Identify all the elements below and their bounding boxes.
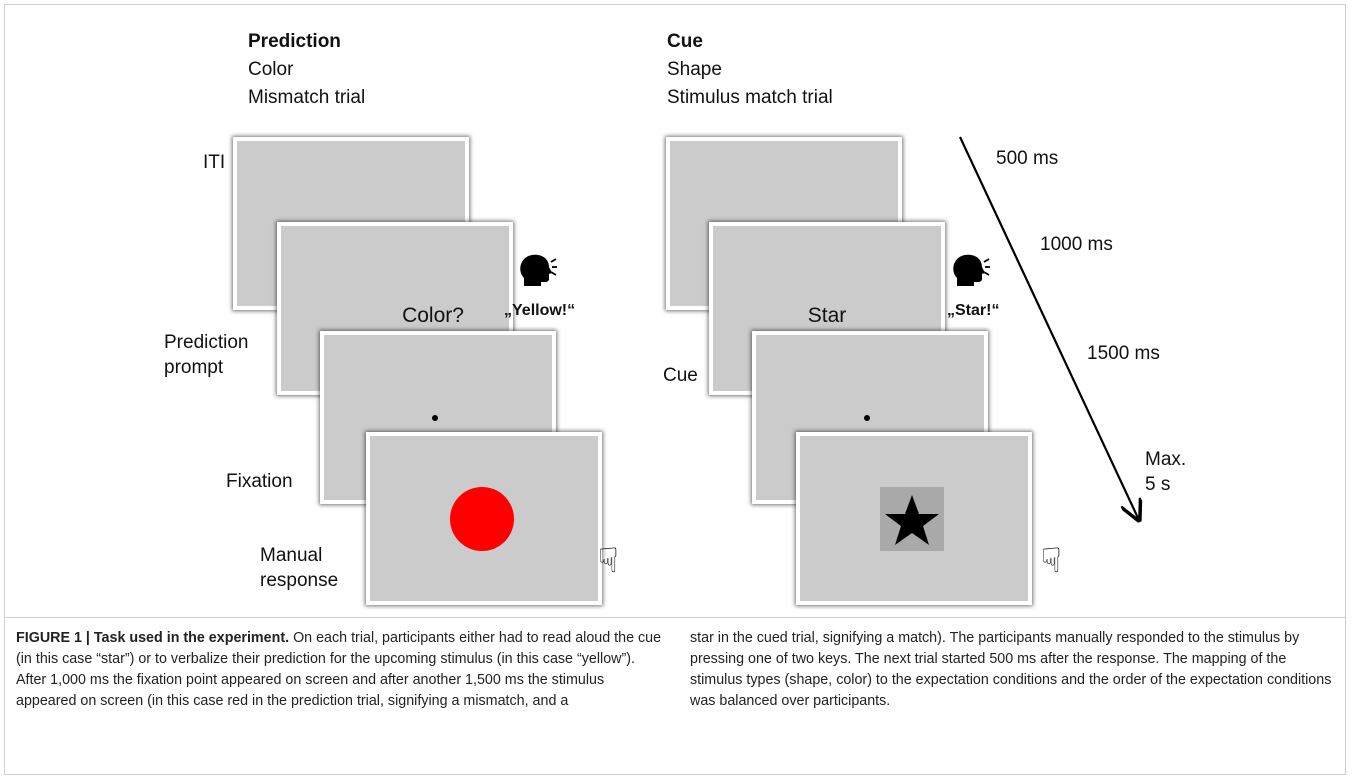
label-prediction-prompt: Prediction prompt bbox=[164, 330, 249, 380]
timing-1000ms: 1000 ms bbox=[1040, 234, 1113, 255]
label-fixation: Fixation bbox=[226, 471, 293, 492]
timing-max-line1: Max. bbox=[1145, 449, 1187, 470]
left-screen-stimulus bbox=[366, 432, 602, 605]
red-circle-stimulus bbox=[450, 487, 514, 551]
figure-frame bbox=[4, 4, 1346, 775]
right-panel-header: Cue Shape Stimulus match trial bbox=[667, 28, 833, 112]
label-prediction-prompt-line1: Prediction bbox=[164, 332, 249, 353]
left-panel-subtitle: Color bbox=[248, 59, 294, 80]
fixation-dot bbox=[432, 415, 438, 421]
caption-column-1: FIGURE 1 | Task used in the experiment. … bbox=[16, 628, 668, 712]
star-icon bbox=[885, 495, 939, 545]
label-prediction-prompt-line2: prompt bbox=[164, 357, 224, 378]
caption-column-2: star in the cued trial, signifying a mat… bbox=[690, 628, 1340, 712]
speaking-head-icon bbox=[953, 254, 990, 286]
star-stimulus-box bbox=[880, 487, 944, 551]
timing-max-line2: 5 s bbox=[1145, 474, 1171, 495]
caption-text-2: star in the cued trial, signifying a mat… bbox=[690, 630, 1332, 709]
label-manual-response: Manual response bbox=[260, 543, 338, 593]
right-panel-subtitle: Shape bbox=[667, 59, 722, 80]
label-iti: ITI bbox=[203, 152, 226, 173]
right-speech-text: „Star!“ bbox=[947, 302, 1000, 319]
label-cue: Cue bbox=[663, 365, 698, 386]
left-panel-trial-type: Mismatch trial bbox=[248, 87, 366, 108]
label-manual-response-line2: response bbox=[260, 570, 339, 591]
right-screen-cue-text: Star bbox=[807, 304, 847, 327]
right-panel-trial-type: Stimulus match trial bbox=[667, 87, 833, 108]
right-panel-title: Cue bbox=[667, 31, 703, 52]
left-panel-title: Prediction bbox=[248, 31, 341, 52]
pointing-hand-icon: ☟ bbox=[1041, 542, 1062, 580]
right-screen-stimulus bbox=[796, 432, 1032, 605]
timeline-arrow bbox=[959, 136, 1155, 532]
caption-text-1: On each trial, participants either had t… bbox=[16, 630, 662, 709]
timing-500ms: 500 ms bbox=[996, 148, 1059, 169]
left-panel-header: Prediction Color Mismatch trial bbox=[248, 28, 365, 112]
timing-max-5s: Max. 5 s bbox=[1145, 447, 1186, 497]
fixation-dot bbox=[864, 415, 870, 421]
timing-1500ms: 1500 ms bbox=[1087, 343, 1160, 364]
left-screen-prediction-text: Color? bbox=[402, 304, 464, 327]
speaking-head-icon bbox=[520, 254, 557, 286]
pointing-hand-icon: ☟ bbox=[598, 542, 619, 580]
figure-area bbox=[4, 4, 1346, 618]
left-speech-text: „Yellow!“ bbox=[504, 302, 576, 319]
figure-label: FIGURE 1 | Task used in the experiment. bbox=[16, 630, 290, 646]
label-manual-response-line1: Manual bbox=[260, 545, 323, 566]
